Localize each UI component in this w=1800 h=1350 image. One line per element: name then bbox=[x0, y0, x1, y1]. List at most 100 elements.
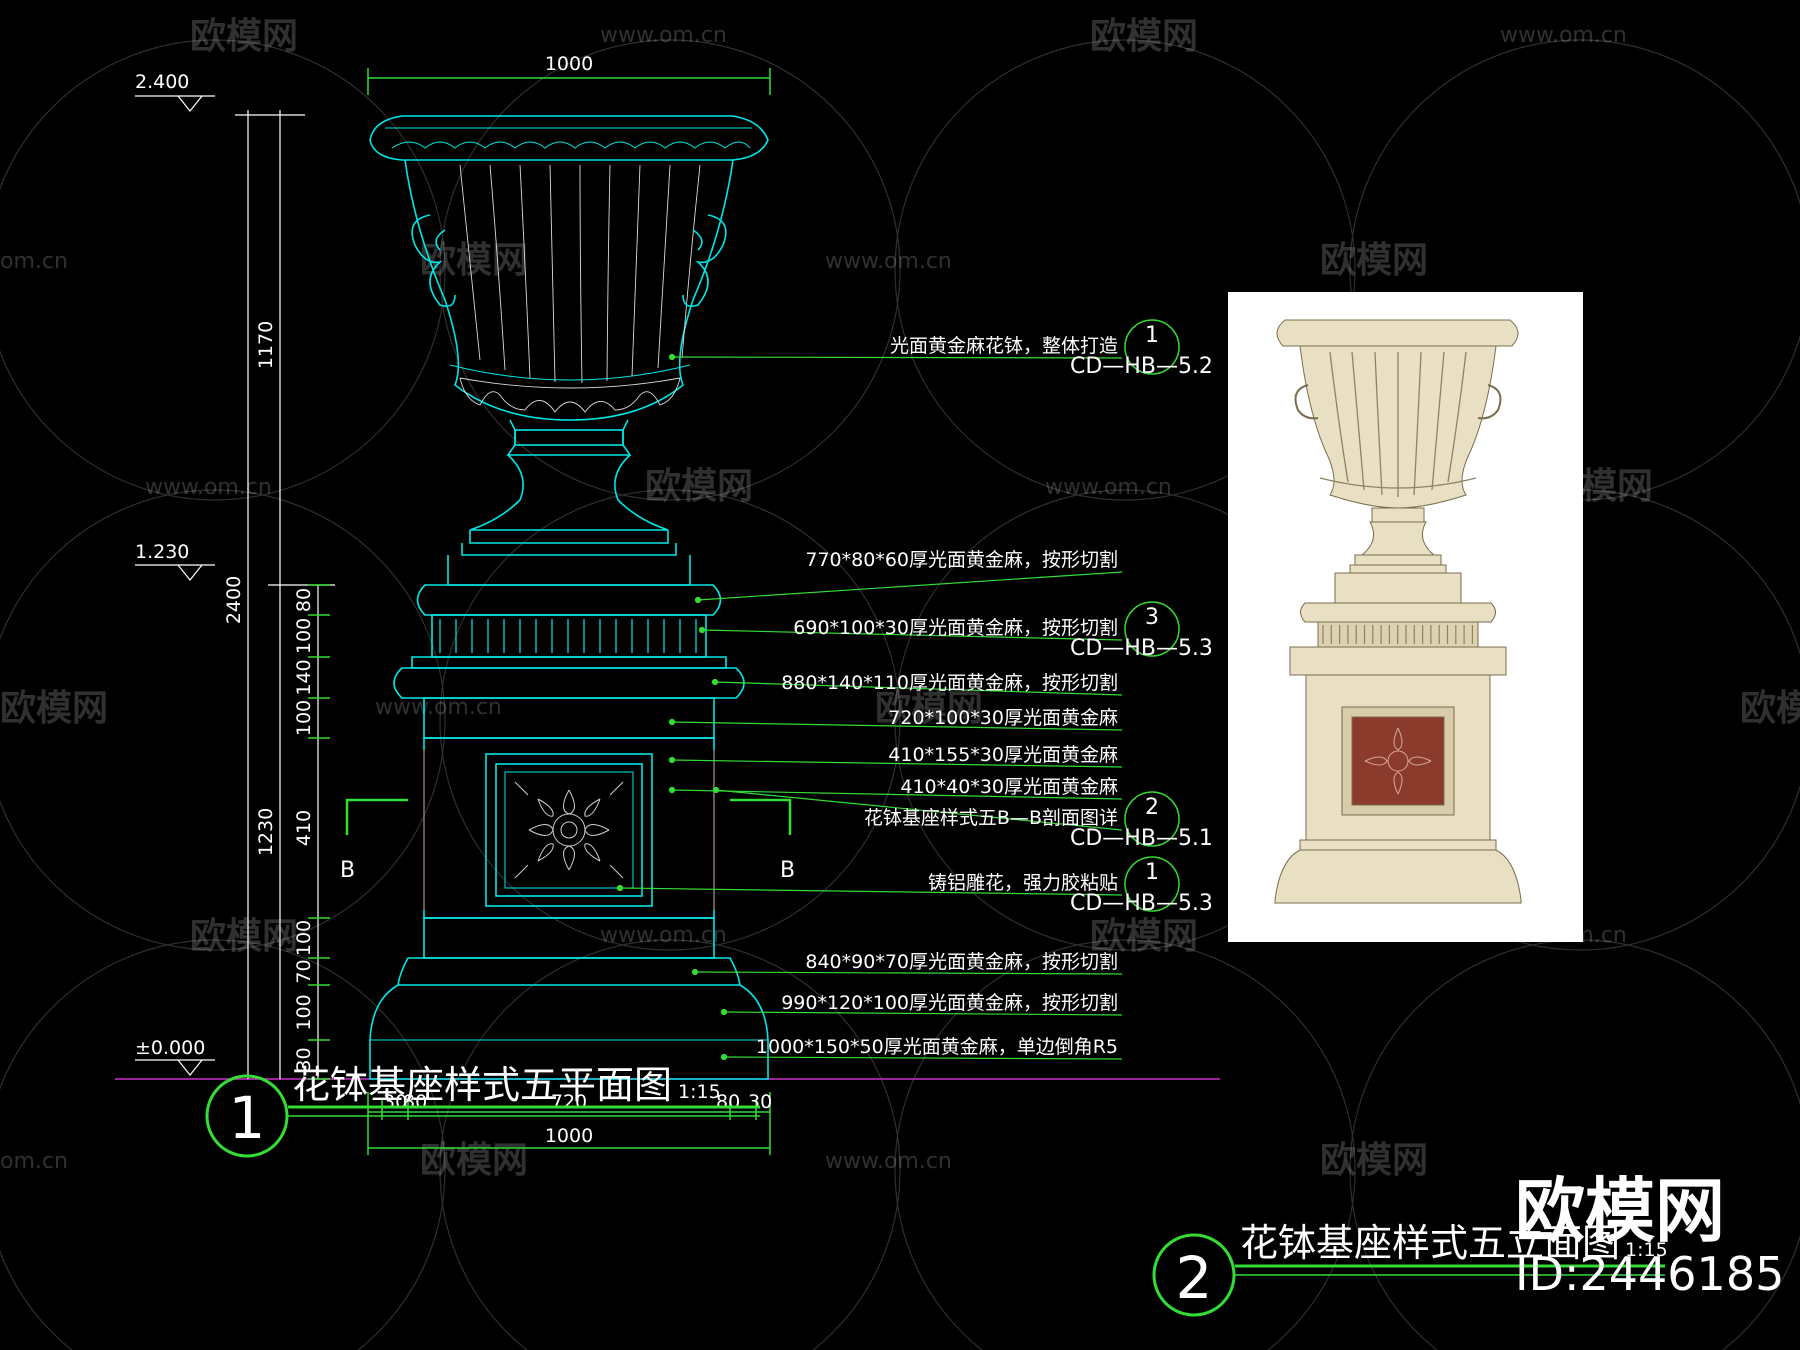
stack-dimension-label: 80 bbox=[293, 588, 315, 612]
annotation-note: 880*140*110厚光面黄金麻，按形切割 bbox=[781, 672, 1118, 694]
stack-dimension-label: 30 bbox=[293, 1047, 315, 1071]
section-mark-left: B bbox=[340, 858, 355, 883]
annotation-note: 840*90*70厚光面黄金麻，按形切割 bbox=[805, 951, 1118, 973]
rendered-elevation-panel bbox=[1228, 292, 1583, 942]
dim-height-total: 2400 bbox=[223, 576, 245, 624]
drawing1-title: 花钵基座样式五平面图 bbox=[292, 1063, 672, 1107]
stack-dimension-label: 410 bbox=[293, 810, 315, 846]
leader-line bbox=[694, 971, 1123, 975]
section-mark-right: B bbox=[780, 858, 795, 883]
level-base: ±0.000 bbox=[135, 1037, 205, 1059]
leader-line bbox=[714, 681, 1123, 696]
watermark-url: www.om.cn bbox=[825, 1149, 952, 1174]
stack-dimension-label: 100 bbox=[293, 920, 315, 956]
drawing2-scale: 1:15 bbox=[1625, 1239, 1668, 1261]
reference-circle bbox=[1124, 856, 1180, 912]
annotation-leaders bbox=[616, 353, 1123, 1061]
reference-circle bbox=[1124, 601, 1180, 657]
dim-bottom-split-5: 30 bbox=[748, 1091, 772, 1113]
drawing1-title-block: 1 花钵基座样式五平面图 1:15 bbox=[205, 1063, 760, 1158]
bottom-dimensions bbox=[367, 1092, 771, 1155]
watermark-brand: 欧模网 bbox=[0, 688, 108, 729]
leader-dot bbox=[720, 1008, 728, 1016]
leader-dot bbox=[694, 596, 702, 604]
watermark-brand: 欧模网 bbox=[1320, 1140, 1428, 1181]
leader-line bbox=[697, 571, 1123, 601]
reference-code: CD—HB—5.3 bbox=[1070, 891, 1213, 916]
watermark-url: www.om.cn bbox=[1045, 475, 1172, 500]
annotation-note: 770*80*60厚光面黄金麻，按形切割 bbox=[805, 549, 1118, 571]
watermark-brand: 欧模网 bbox=[645, 466, 753, 507]
drawing2-title: 花钵基座样式五立面图 bbox=[1240, 1221, 1620, 1265]
dim-total-width: 1000 bbox=[545, 53, 593, 75]
watermark-brand: 欧模网 bbox=[875, 688, 983, 729]
stack-dimension-label: 100 bbox=[293, 994, 315, 1030]
watermark-url: www.om.cn bbox=[145, 475, 272, 500]
level-markers bbox=[135, 95, 215, 1076]
leader-line bbox=[671, 759, 1123, 768]
annotation-note: 720*100*30厚光面黄金麻 bbox=[888, 707, 1118, 729]
dim-bottom-width: 1000 bbox=[545, 1125, 593, 1147]
drawing2-title-block: 2 花钵基座样式五立面图 1:15 bbox=[1152, 1221, 1668, 1317]
dim-height-lower: 1230 bbox=[255, 808, 277, 856]
annotation-note: 690*100*30厚光面黄金麻，按形切割 bbox=[793, 617, 1118, 639]
leader-line bbox=[723, 1011, 1123, 1016]
leader-line bbox=[671, 356, 1123, 359]
leader-dot bbox=[668, 353, 676, 361]
reference-number: 1 bbox=[1145, 323, 1159, 348]
leader-dot bbox=[720, 1053, 728, 1061]
stack-ticks bbox=[308, 584, 330, 1080]
watermark-url: www.om.cn bbox=[375, 695, 502, 720]
section-marks bbox=[345, 798, 792, 835]
reference-number: 2 bbox=[1145, 795, 1159, 820]
annotation-note: 花钵基座样式五B—B剖面图详 bbox=[864, 807, 1118, 829]
stack-dimension-label: 100 bbox=[293, 700, 315, 736]
watermark-url: www.om.cn bbox=[600, 23, 727, 48]
watermark-brand: 欧模网 bbox=[190, 16, 298, 57]
leader-line bbox=[671, 721, 1123, 731]
watermark-brand: 欧模网 bbox=[1740, 688, 1800, 729]
watermark-brand: 欧模网 bbox=[1090, 16, 1198, 57]
watermark-brand: 欧模网 bbox=[1090, 916, 1198, 957]
watermark-url: om.cn bbox=[0, 1149, 68, 1174]
leader-dot bbox=[712, 786, 720, 794]
leader-line bbox=[671, 789, 1123, 800]
drawing1-number: 1 bbox=[229, 1084, 266, 1152]
reference-code: CD—HB—5.1 bbox=[1070, 826, 1213, 851]
annotation-notes: 光面黄金麻花钵，整体打造 770*80*60厚光面黄金麻，按形切割 690*100*… bbox=[756, 335, 1118, 1058]
annotation-note: 1000*150*50厚光面黄金麻，单边倒角R5 bbox=[756, 1036, 1118, 1058]
leader-dot bbox=[668, 756, 676, 764]
watermark-url: www.om.cn bbox=[825, 249, 952, 274]
leader-dot bbox=[711, 678, 719, 686]
reference-number: 1 bbox=[1145, 860, 1159, 885]
stack-dimension-label: 70 bbox=[293, 959, 315, 983]
drawing1-scale: 1:15 bbox=[678, 1081, 721, 1103]
vertical-dimensions bbox=[235, 110, 335, 1079]
leader-dot bbox=[616, 884, 624, 892]
leader-line bbox=[619, 887, 1123, 896]
dim-height-upper: 1170 bbox=[255, 321, 277, 369]
annotation-note: 410*40*30厚光面黄金麻 bbox=[900, 776, 1118, 798]
watermark-brand: 欧模网 bbox=[190, 916, 298, 957]
drawing2-number: 2 bbox=[1176, 1244, 1213, 1312]
watermark-brand: 欧模网 bbox=[420, 1140, 528, 1181]
annotation-note: 990*120*100厚光面黄金麻，按形切割 bbox=[781, 992, 1118, 1014]
watermark-brand: 欧模网 bbox=[1320, 240, 1428, 281]
leader-line bbox=[701, 629, 1123, 641]
die-edge-lines bbox=[423, 750, 715, 910]
reference-code: CD—HB—5.3 bbox=[1070, 636, 1213, 661]
leader-dot bbox=[668, 718, 676, 726]
stack-dimension-label: 140 bbox=[293, 659, 315, 695]
reference-code: CD—HB—5.2 bbox=[1070, 354, 1213, 379]
planter-elevation bbox=[369, 115, 769, 1080]
leader-line bbox=[715, 789, 1123, 831]
level-top: 2.400 bbox=[135, 71, 189, 93]
watermark-url: www.om.cn bbox=[1500, 23, 1627, 48]
reference-circle bbox=[1124, 791, 1180, 847]
reference-circle bbox=[1124, 319, 1180, 375]
leader-line bbox=[723, 1056, 1123, 1060]
leader-dot bbox=[691, 968, 699, 976]
annotation-note: 光面黄金麻花钵，整体打造 bbox=[890, 335, 1118, 357]
